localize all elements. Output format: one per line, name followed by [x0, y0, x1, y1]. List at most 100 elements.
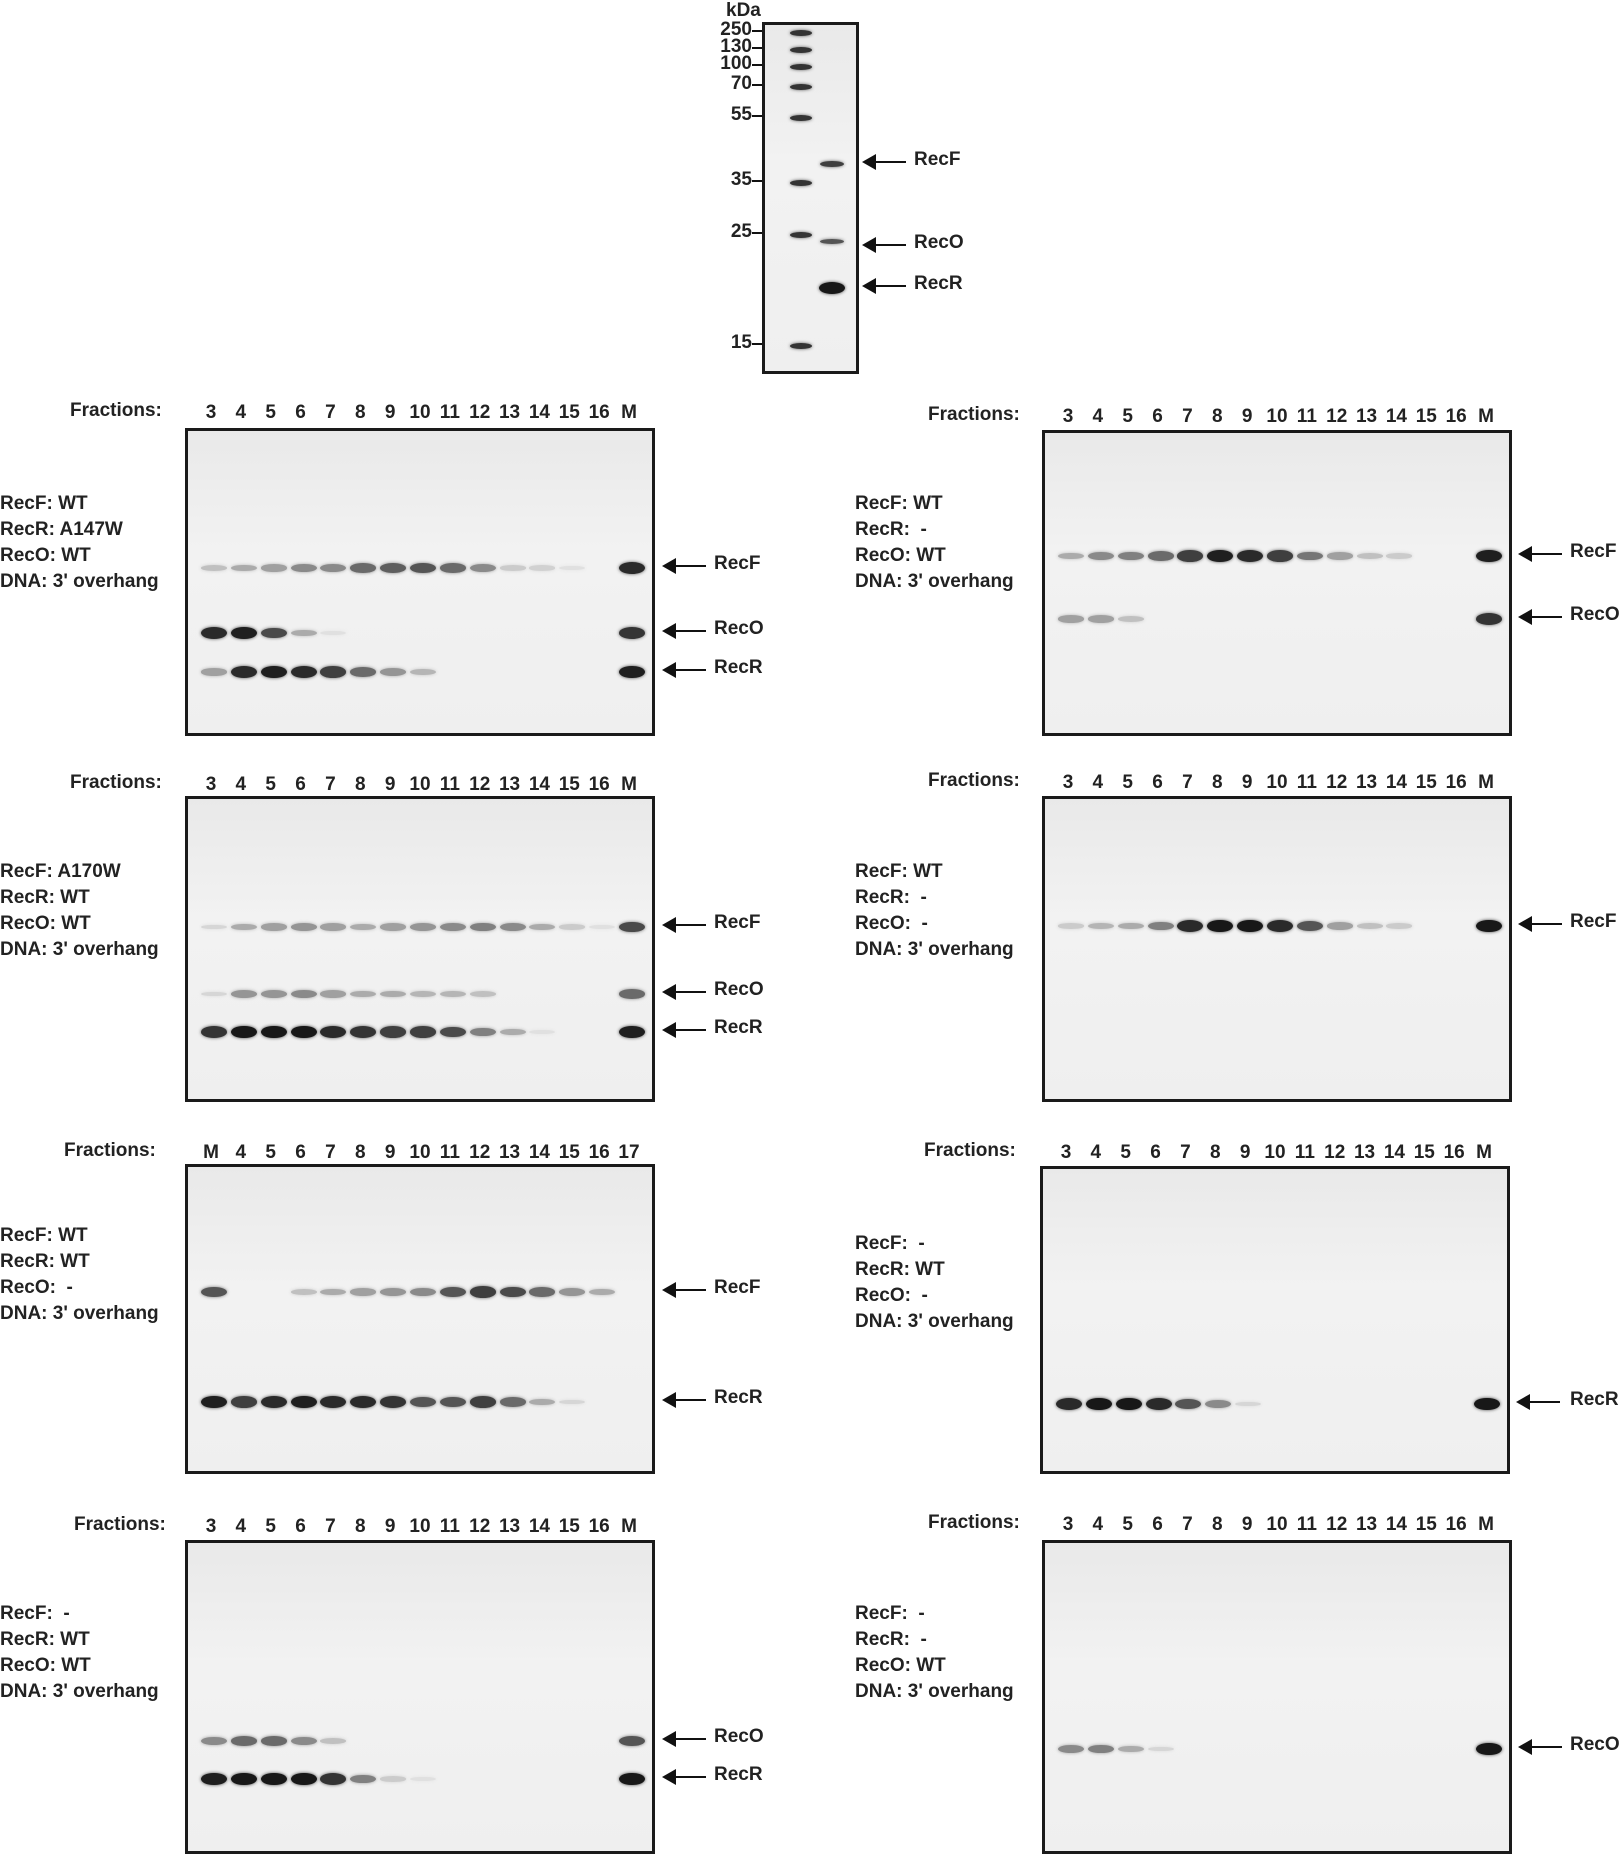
arrow-icon — [1516, 1394, 1560, 1410]
protein-label-reco: RecO — [1570, 1734, 1620, 1755]
gel-panel — [185, 1540, 655, 1854]
arrow-icon — [662, 558, 706, 574]
protein-band — [380, 1288, 407, 1296]
protein-band — [350, 990, 377, 998]
protein-band — [439, 563, 466, 573]
lane-number: 3 — [1062, 1514, 1074, 1535]
protein-band — [350, 1026, 377, 1038]
protein-band — [499, 1028, 526, 1036]
mw-tick — [752, 180, 762, 182]
gel-panel — [185, 796, 655, 1102]
lane-number: 14 — [1383, 1142, 1405, 1163]
protein-band — [589, 1288, 616, 1296]
lane-number: 8 — [1211, 406, 1223, 427]
protein-band — [230, 626, 257, 640]
lane-number: 6 — [295, 774, 306, 795]
protein-band — [201, 1026, 227, 1038]
protein-band — [1476, 1742, 1502, 1756]
protein-band — [350, 1288, 377, 1296]
protein-band — [619, 665, 645, 679]
lane-number: 11 — [439, 402, 460, 423]
protein-band — [1117, 616, 1144, 622]
protein-band — [1296, 551, 1323, 561]
protein-band — [1177, 919, 1204, 933]
lane-number: 8 — [354, 1142, 366, 1163]
lane-number: 11 — [1296, 772, 1317, 793]
lane-number: 14 — [1385, 406, 1407, 427]
lane-number: 10 — [1266, 1514, 1288, 1535]
lane-number: 15 — [1413, 1142, 1435, 1163]
protein-band — [1087, 551, 1114, 561]
protein-band — [1117, 1745, 1144, 1753]
lane-number: 4 — [235, 402, 247, 423]
lane-number: 3 — [205, 402, 217, 423]
lane-number: M — [1478, 772, 1494, 793]
arrow-icon — [662, 1769, 706, 1785]
lane-number: 13 — [1355, 772, 1378, 793]
protein-band — [589, 924, 616, 930]
fractions-label: Fractions: — [74, 1514, 166, 1535]
protein-band — [499, 1397, 526, 1407]
protein-band — [529, 923, 556, 931]
protein-band — [380, 990, 407, 998]
protein-label-recr: RecR — [714, 657, 763, 678]
protein-band — [290, 1736, 317, 1746]
lane-number: 6 — [1152, 1514, 1163, 1535]
protein-band — [1117, 922, 1144, 930]
protein-band — [469, 1286, 496, 1298]
condition-label: DNA: 3' overhang — [0, 939, 159, 960]
lane-number: 3 — [205, 774, 217, 795]
lane-number: 4 — [1092, 406, 1104, 427]
protein-band — [1056, 1397, 1082, 1411]
protein-band — [350, 1395, 377, 1409]
fractions-label: Fractions: — [924, 1140, 1016, 1161]
lane-number: 5 — [1122, 1514, 1133, 1535]
protein-band — [380, 668, 407, 676]
lane-number: 16 — [1443, 1142, 1465, 1163]
protein-band — [230, 1025, 257, 1039]
protein-band — [1177, 550, 1204, 562]
protein-band — [619, 1735, 645, 1747]
gel-panel — [185, 428, 655, 736]
protein-band — [1267, 919, 1293, 933]
protein-band — [230, 990, 257, 998]
arrow-icon — [1518, 546, 1562, 562]
protein-band — [320, 563, 347, 573]
lane-number: 4 — [1092, 772, 1104, 793]
lane-number: 3 — [205, 1516, 217, 1537]
condition-label: DNA: 3' overhang — [0, 1681, 159, 1702]
protein-band — [260, 923, 287, 931]
lane-number: 14 — [1385, 772, 1407, 793]
lane-number: 15 — [1415, 1514, 1437, 1535]
lane-number: 10 — [409, 774, 431, 795]
lane-number: 12 — [469, 402, 491, 423]
marker-gel — [762, 22, 859, 374]
lane-number: 10 — [1264, 1142, 1286, 1163]
fractions-label: Fractions: — [928, 770, 1020, 791]
protein-band — [1207, 549, 1234, 563]
protein-band — [529, 1287, 556, 1297]
protein-band — [350, 1774, 377, 1784]
arrow-icon — [862, 154, 906, 170]
lane-number: 16 — [588, 774, 610, 795]
protein-band — [290, 1395, 317, 1409]
mw-tick — [752, 115, 762, 117]
lane-number: 9 — [384, 1516, 396, 1537]
protein-label-recf: RecF — [1570, 911, 1617, 932]
lane-number: 3 — [1062, 406, 1074, 427]
protein-band — [1115, 1397, 1142, 1411]
protein-band — [260, 1025, 287, 1039]
protein-band — [260, 990, 287, 998]
lane-number: 7 — [325, 1142, 336, 1163]
mw-label: 55 — [730, 104, 752, 125]
lane-number: 7 — [1182, 772, 1193, 793]
lane-number: 12 — [1326, 406, 1348, 427]
protein-band — [1476, 549, 1502, 563]
condition-label: RecO: WT — [0, 545, 91, 566]
protein-band — [201, 1736, 227, 1746]
protein-band — [1058, 552, 1084, 560]
mw-label: 250 — [720, 19, 752, 40]
protein-band — [230, 1736, 257, 1746]
protein-band — [350, 667, 377, 677]
lane-number: 10 — [409, 402, 431, 423]
